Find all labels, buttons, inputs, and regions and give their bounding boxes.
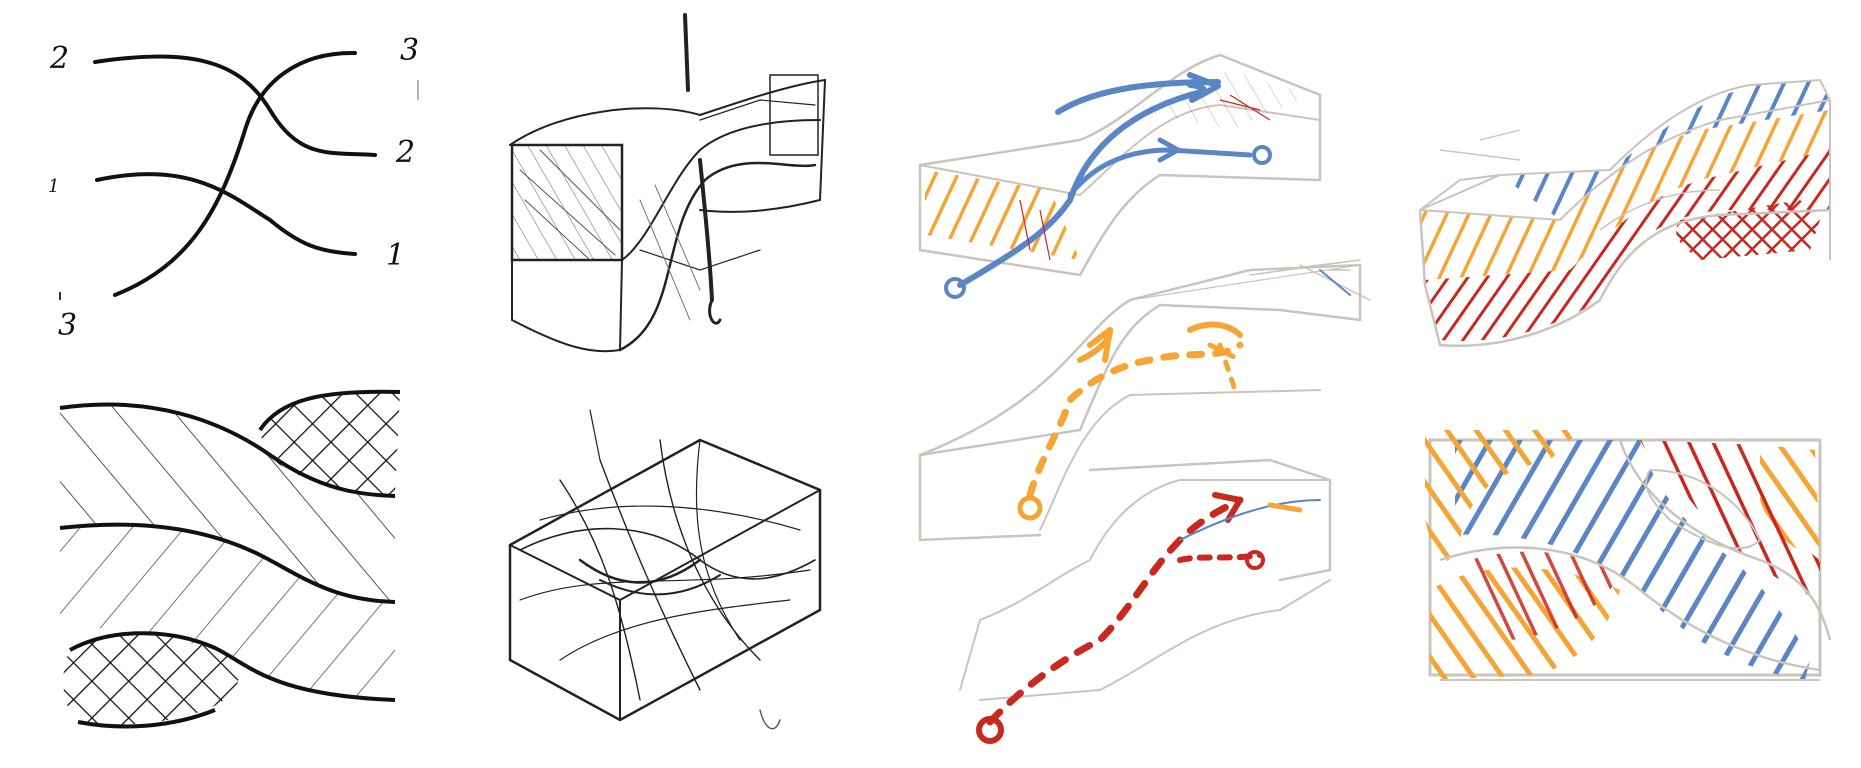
label-left-bottom: 3 <box>58 308 77 343</box>
label-right-top: 3 <box>400 33 419 68</box>
crosshatch-bottom-left <box>63 633 239 725</box>
orange-hatch-left <box>1425 430 1580 575</box>
red-hatch-front <box>1425 150 1830 341</box>
pencil-block-sketch-top <box>509 13 827 353</box>
strand-3-to-3 <box>113 50 357 297</box>
red-hatch-lower <box>1469 551 1620 640</box>
pencil-block-sketch-bottom <box>508 409 822 730</box>
strand-1-to-1 <box>95 172 357 256</box>
flow-block-sketch-bottom <box>918 259 1371 744</box>
orange-hatch-region <box>925 170 1080 260</box>
label-left-top: 2 <box>49 41 69 76</box>
strand-2-to-1 <box>93 54 377 157</box>
flow-block-outline <box>918 53 1322 277</box>
label-right-mid: 2 <box>395 135 415 170</box>
colored-block-sketch-top <box>1418 78 1832 347</box>
flow-block-sketch-top <box>918 53 1322 299</box>
orange-hatch-front <box>1420 110 1830 280</box>
hatched-bands-diagram <box>59 389 401 729</box>
orange-dashed-flow <box>1026 341 1244 499</box>
label-right-bottom: 1 <box>386 238 405 273</box>
band-upper <box>60 404 395 602</box>
strand-crossing-diagram: 2 1 3 3 2 1 <box>48 33 419 343</box>
blue-flow-arrow-main <box>957 82 1207 288</box>
red-dashed-flow <box>986 496 1244 726</box>
colored-block-sketch-bottom <box>1425 430 1832 681</box>
blue-hatch-band <box>1455 440 1810 680</box>
label-left-mid: 1 <box>48 176 59 197</box>
orange-hatch-right <box>1760 445 1820 560</box>
band-lower <box>60 524 395 700</box>
blue-flow-arrow-secondary <box>1067 147 1253 198</box>
red-hatch-upper <box>1640 440 1820 600</box>
